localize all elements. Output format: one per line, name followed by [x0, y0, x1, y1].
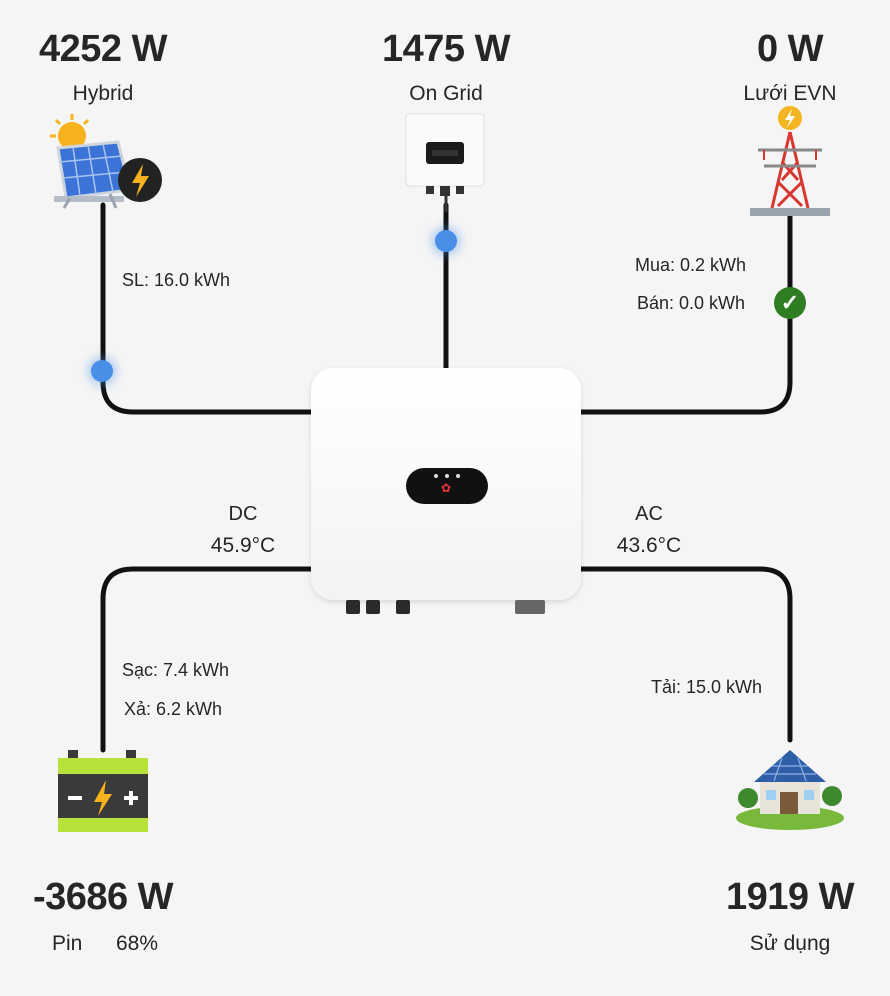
- ac-temperature: 43.6°C: [616, 534, 682, 557]
- load-label: Sử dụng: [749, 932, 831, 955]
- transmission-tower-icon: [748, 104, 832, 218]
- hybrid-label: Hybrid: [72, 82, 134, 105]
- inverter-connector: [396, 600, 410, 614]
- battery-power: -3686 W: [32, 876, 174, 918]
- ac-label: AC: [635, 503, 663, 525]
- inverter-logo-icon: ✿: [440, 481, 452, 495]
- battery-icon: [56, 748, 152, 836]
- hybrid-power: 4252 W: [39, 28, 167, 70]
- ongrid-label: On Grid: [409, 82, 483, 105]
- ongrid-power: 1475 W: [382, 28, 510, 70]
- battery-percent: 68%: [116, 932, 159, 955]
- grid-sell: Bán: 0.0 kWh: [637, 293, 746, 313]
- battery-charge: Sạc: 7.4 kWh: [122, 660, 230, 680]
- inverter-connector: [366, 600, 380, 614]
- central-inverter: ✿: [311, 368, 581, 600]
- hybrid-yield: SL: 16.0 kWh: [122, 270, 231, 290]
- solar-panel-icon: [40, 112, 165, 212]
- flow-dot-hybrid: [91, 360, 113, 382]
- load-consumption: Tải: 15.0 kWh: [651, 677, 763, 697]
- battery-label: Pin: [52, 932, 83, 955]
- check-circle-icon: ✓: [774, 287, 806, 319]
- dc-label: DC: [228, 503, 258, 525]
- grid-buy: Mua: 0.2 kWh: [635, 255, 747, 275]
- inverter-connector: [346, 600, 360, 614]
- battery-discharge: Xả: 6.2 kWh: [124, 699, 223, 719]
- load-power: 1919 W: [726, 876, 854, 918]
- grid-label: Lưới EVN: [743, 82, 837, 105]
- flow-dot-ongrid: [435, 230, 457, 252]
- grid-power: 0 W: [756, 28, 824, 70]
- house-icon: [734, 738, 846, 830]
- dc-temperature: 45.9°C: [210, 534, 276, 557]
- inverter-display: ✿: [406, 468, 488, 504]
- inverter-icon: [404, 112, 488, 212]
- inverter-connector: [515, 600, 545, 614]
